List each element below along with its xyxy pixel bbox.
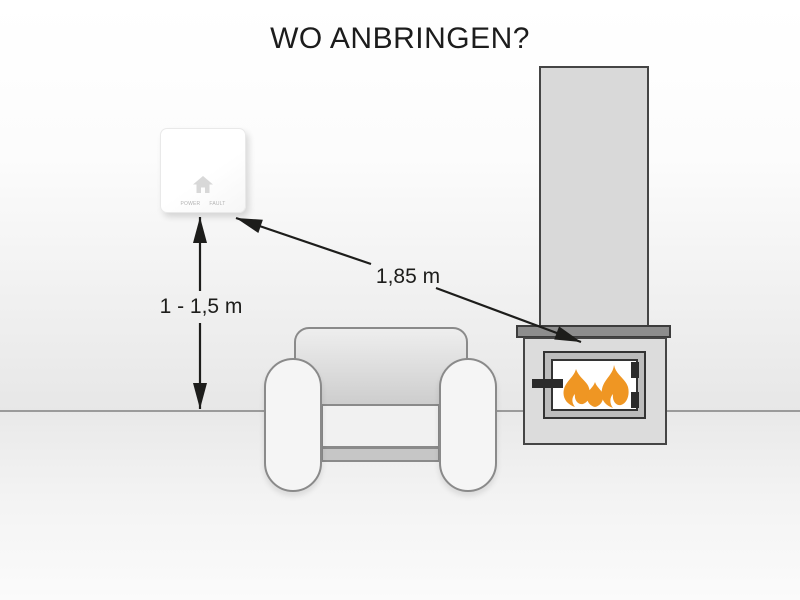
armchair-seat xyxy=(321,404,440,448)
flame-icon xyxy=(563,365,629,408)
stove-hinge-bottom xyxy=(631,392,639,408)
fault-label: FAULT xyxy=(209,201,226,207)
home-icon xyxy=(192,175,214,199)
stove-hinge-top xyxy=(631,362,639,378)
stove-door-window xyxy=(551,359,638,411)
co-detector: POWER FAULT xyxy=(160,128,246,213)
stove-door-handle xyxy=(532,379,563,388)
power-label: POWER xyxy=(180,201,201,207)
armchair-seat-base xyxy=(321,447,440,462)
armchair-armrest-right xyxy=(439,358,497,492)
page-title: WO ANBRINGEN? xyxy=(270,22,530,55)
device-labels: POWER FAULT xyxy=(161,201,245,207)
stove-chimney xyxy=(539,66,649,327)
armchair-armrest-left xyxy=(264,358,322,492)
distance-label: 1,85 m xyxy=(375,265,441,288)
height-label: 1 - 1,5 m xyxy=(159,295,243,318)
